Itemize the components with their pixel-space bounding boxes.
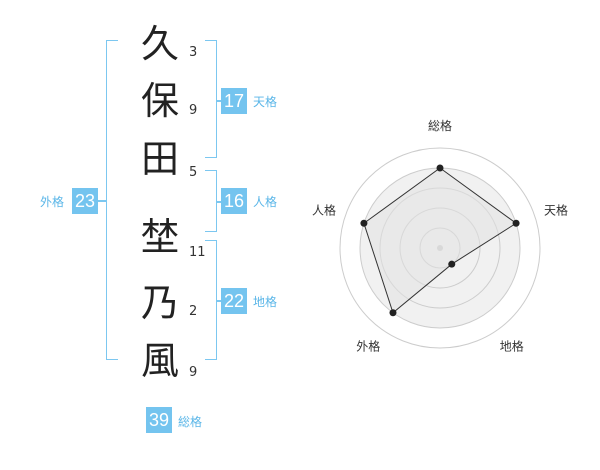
radar-axis-label-2: 天格 (544, 202, 568, 217)
jinkaku-label: 人格 (253, 195, 278, 209)
gaikaku-label: 外格 (40, 195, 65, 209)
name-char-3: 田 (140, 137, 179, 181)
chikaku-connector (217, 300, 221, 302)
stroke-count-5: 2 (189, 304, 198, 319)
stroke-count-1: 3 (189, 45, 198, 60)
soukaku-badge: 39 (146, 407, 172, 433)
radar-axis-label-5: 人格 (312, 202, 336, 217)
radar-point-3 (448, 260, 456, 268)
radar-point-4 (389, 309, 397, 317)
chikaku-badge: 22 (221, 288, 247, 314)
tenkaku-bracket (205, 40, 217, 158)
soukaku-label: 総格 (178, 415, 203, 429)
radar-ring (339, 147, 541, 349)
jinkaku-bracket (205, 170, 217, 232)
radar-point-2 (512, 219, 520, 227)
gaikaku-bracket (106, 40, 118, 360)
radar-axis-label-4: 外格 (356, 339, 380, 354)
tenkaku-badge: 17 (221, 88, 247, 114)
name-char-4: 埜 (140, 215, 179, 259)
stroke-count-2: 9 (189, 103, 198, 118)
tenkaku-label: 天格 (253, 95, 278, 109)
tenkaku-connector (217, 100, 221, 102)
name-char-5: 乃 (140, 281, 179, 325)
name-char-6: 風 (140, 339, 179, 383)
gaikaku-connector (98, 200, 106, 202)
stroke-count-6: 9 (189, 365, 198, 380)
stroke-count-4: 11 (189, 245, 206, 260)
chikaku-label: 地格 (253, 295, 278, 309)
gaikaku-badge: 23 (72, 188, 98, 214)
radar-point-1 (436, 164, 444, 172)
radar-polygon (363, 167, 517, 314)
radar-axis-label-1: 総格 (428, 118, 452, 133)
name-char-2: 保 (140, 79, 179, 123)
jinkaku-connector (217, 201, 221, 203)
name-char-1: 久 (140, 22, 179, 66)
radar-axis-label-3: 地格 (500, 339, 524, 354)
chikaku-bracket (205, 240, 217, 360)
stroke-count-3: 5 (189, 165, 198, 180)
radar-point-5 (360, 219, 368, 227)
jinkaku-badge: 16 (221, 188, 247, 214)
